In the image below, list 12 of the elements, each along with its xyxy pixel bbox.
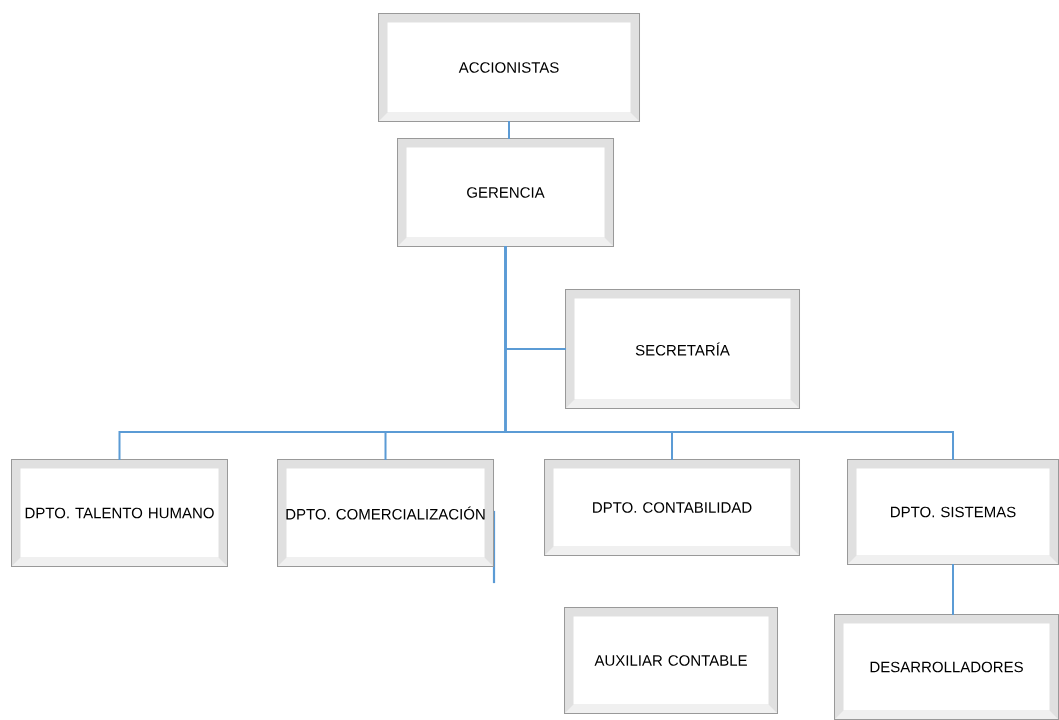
connector-line	[504, 246, 954, 460]
org-box: DPTO. COMERCIALIZACIÓN	[277, 459, 494, 567]
org-box: DPTO. SISTEMAS	[847, 459, 1059, 565]
org-box: AUXILIAR CONTABLE	[564, 607, 778, 714]
connector-line	[952, 564, 954, 615]
connector-line	[508, 121, 510, 139]
org-box: GERENCIA	[397, 138, 614, 247]
org-box: DPTO. CONTABILIDAD	[544, 459, 800, 556]
org-box: ACCIONISTAS	[378, 13, 640, 122]
org-box: DESARROLLADORES	[834, 614, 1059, 720]
org-box: DPTO. TALENTO HUMANO	[11, 459, 228, 567]
org-box: SECRETARÍA	[565, 289, 800, 409]
